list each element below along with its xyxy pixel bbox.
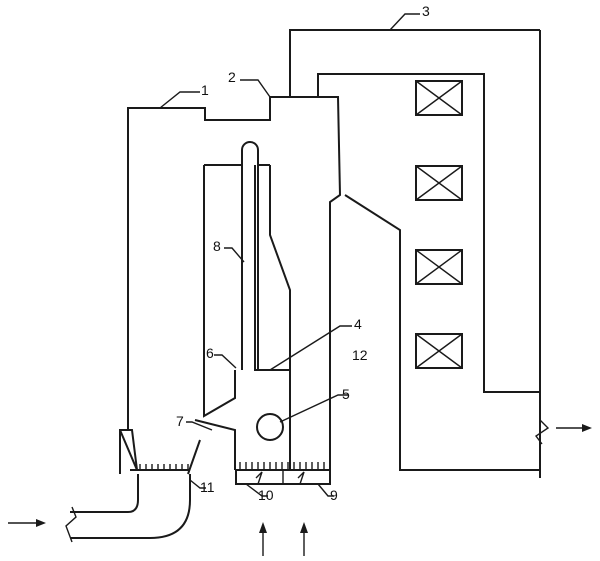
label-1: 1 [201,82,209,98]
break-mark-9 [297,471,305,485]
arrow-outlet-right [556,424,592,432]
label-3: 3 [422,3,430,19]
label-9: 9 [330,487,338,503]
flue-duct-inner [317,73,540,393]
dipleg-right-wall [269,165,291,470]
label-4: 4 [354,316,362,332]
flue-duct-outer [289,29,541,471]
furnace-outer-wall [119,96,342,474]
leader-lines [159,13,420,497]
arrow-inlet-left [8,519,46,527]
label-8: 8 [213,238,221,254]
heat-exchanger-4 [415,333,463,369]
break-mark-10 [255,471,263,485]
label-2: 2 [228,69,236,85]
circle-element [256,413,284,441]
label-6: 6 [206,345,214,361]
heat-exchanger-2 [415,165,463,201]
inlet-duct-lower [70,474,191,539]
heat-exchanger-1 [415,80,463,116]
break-mark-left [65,506,77,543]
label-11: 11 [200,479,215,495]
arrow-inlet-bottom-2 [300,522,308,556]
label-10: 10 [258,487,274,503]
furnace-hopper-left [128,429,139,471]
arrow-inlet-bottom-1 [259,522,267,556]
cone-hopper [194,419,236,470]
chamber-floor [187,439,201,475]
heat-exchanger-3 [415,249,463,285]
label-7: 7 [176,413,184,429]
inner-left-wall [203,165,236,418]
label-12: 12 [352,347,368,363]
label-5: 5 [342,386,350,402]
grate-11 [137,464,190,471]
dipleg-left-wall [254,165,290,371]
riser-tube [241,141,259,370]
break-mark-right [534,419,550,445]
inlet-duct [70,474,139,513]
distributor-nozzles [239,462,325,470]
furnace-bottom-left [119,429,138,471]
